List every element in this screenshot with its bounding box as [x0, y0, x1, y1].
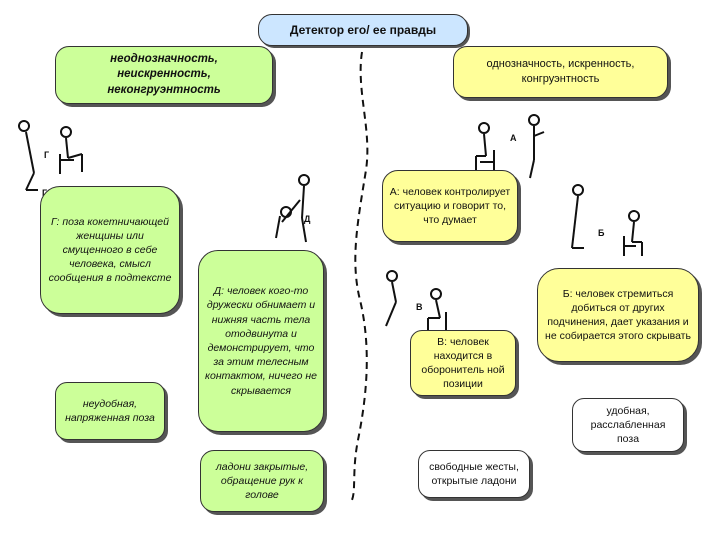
standing-figure-b-icon: [571, 184, 584, 249]
box-uncomfortable-pose: неудобная, напряженная поза: [55, 382, 165, 440]
box-b: Б: человек стремиться добиться от других…: [537, 268, 699, 362]
box-open-gestures-text: свободные жесты, открытые ладони: [429, 460, 519, 487]
left-header-box: неоднозначность, неискренность, неконгру…: [55, 46, 273, 104]
label-g: Г: [44, 150, 50, 160]
box-palms-closed-text: ладони закрытые, обращение рук к голове: [215, 460, 309, 502]
box-comfortable-pose: удобная, расслабленная поза: [572, 398, 684, 452]
standing-figure-a-icon: [528, 114, 545, 179]
seated-figure-g-icon: [59, 126, 83, 174]
page-title: Детектор его/ ее правды: [289, 22, 437, 37]
right-header-box: однозначность, искренность, конгруэнтнос…: [453, 46, 668, 98]
box-g-text: Г: поза кокетничающей женщины или смущен…: [48, 215, 172, 285]
label-b: Б: [598, 228, 605, 238]
label-v: В: [416, 302, 423, 312]
box-d: Д: человек кого-то дружески обнимает и н…: [198, 250, 324, 432]
box-b-text: Б: человек стремиться добиться от других…: [545, 287, 691, 343]
box-comfortable-text: удобная, расслабленная поза: [590, 404, 666, 446]
box-a: А: человек контролирует ситуацию и говор…: [382, 170, 518, 242]
seated-figure-b-icon: [623, 210, 643, 256]
box-v: В: человек находится в оборонитель ной п…: [410, 330, 516, 396]
hugging-figures-d-icon: [275, 174, 310, 243]
box-uncomfortable-text: неудобная, напряженная поза: [65, 397, 155, 424]
box-a-text: А: человек контролирует ситуацию и говор…: [389, 185, 511, 227]
left-header-text: неоднозначность, неискренность, неконгру…: [107, 52, 221, 96]
right-header-text: однозначность, искренность, конгруэнтнос…: [486, 58, 635, 85]
label-a: А: [510, 133, 517, 143]
box-g: Г: поза кокетничающей женщины или смущен…: [40, 186, 180, 314]
box-v-text: В: человек находится в оборонитель ной п…: [421, 335, 505, 391]
box-palms-closed: ладони закрытые, обращение рук к голове: [200, 450, 324, 512]
standing-figure-g-icon: [18, 120, 38, 191]
box-d-text: Д: человек кого-то дружески обнимает и н…: [205, 285, 317, 397]
seated-figure-a-icon: [475, 122, 495, 170]
defensive-figure-v-icon: [385, 270, 447, 330]
title-box: Детектор его/ ее правды: [258, 14, 468, 46]
label-d: Д: [304, 214, 311, 224]
box-open-gestures: свободные жесты, открытые ладони: [418, 450, 530, 498]
